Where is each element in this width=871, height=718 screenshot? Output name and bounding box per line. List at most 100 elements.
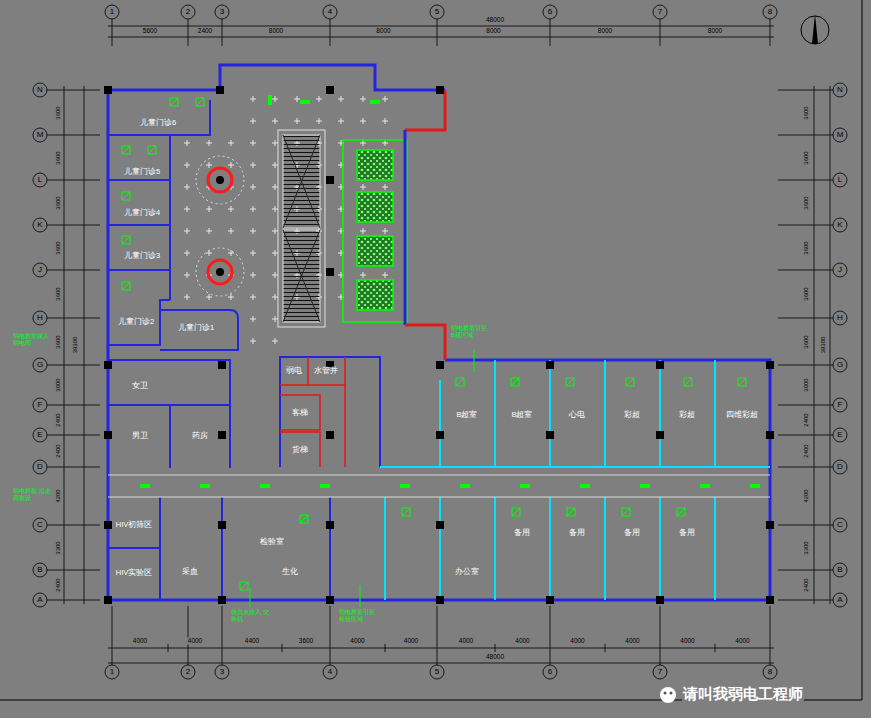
- atrium-ceiling: [178, 95, 403, 355]
- leader-line: [360, 585, 361, 607]
- partition: [108, 497, 330, 600]
- dimension: 3600: [298, 637, 314, 644]
- room-label: 客梯: [291, 409, 309, 417]
- axis-grid: [833, 593, 847, 607]
- structural-column: [218, 431, 226, 439]
- room-name: 儿童门诊6: [140, 119, 176, 127]
- axis-number: 5: [434, 668, 440, 677]
- light-fixture: [140, 484, 150, 488]
- sheet-frame: [0, 0, 862, 700]
- axis-grid: [215, 665, 229, 679]
- axis-grid: [323, 665, 337, 679]
- structural-column: [656, 596, 664, 604]
- room-name: 水管井: [314, 367, 338, 375]
- dimension: 2400: [55, 577, 62, 592]
- north-arrow: [812, 14, 818, 44]
- info-outlet: [566, 378, 574, 386]
- partition: [280, 357, 380, 467]
- axis-number: 1: [109, 8, 115, 17]
- axis-grid: [33, 563, 47, 577]
- room-label: 备用: [623, 529, 641, 537]
- callout-note: 弱电桥架 沿走廊敷设: [12, 488, 52, 502]
- axis-grid: [833, 311, 847, 325]
- structural-column: [326, 268, 334, 276]
- axis-grid: [215, 5, 229, 19]
- atrium-ceiling: [240, 95, 400, 140]
- axis-letter: L: [837, 176, 843, 185]
- structural-column: [436, 361, 444, 369]
- watermark-icon: [660, 687, 676, 703]
- structural-column: [104, 431, 112, 439]
- axis-grid: [543, 5, 557, 19]
- axis-grid: [33, 398, 47, 412]
- planter: [343, 140, 407, 322]
- light-fixture: [260, 484, 270, 488]
- staircase: [278, 130, 325, 327]
- feature-column: [216, 176, 224, 184]
- light-fixture: [460, 484, 470, 488]
- structural-column: [326, 521, 334, 529]
- info-outlet: [684, 378, 692, 386]
- structural-column: [766, 596, 774, 604]
- info-outlet: [677, 508, 685, 516]
- planter: [357, 236, 393, 266]
- dimension: 4000: [132, 637, 148, 644]
- structural-column: [766, 521, 774, 529]
- dimension: 3600: [55, 286, 62, 301]
- dimension-total: 39300: [820, 336, 827, 355]
- north-arrow: [801, 14, 829, 44]
- axis-grid: [543, 665, 557, 679]
- structural-column: [436, 86, 444, 94]
- planter: [357, 192, 393, 222]
- axis-grid: [33, 428, 47, 442]
- dimension: 4000: [624, 637, 640, 644]
- axis-grid: [833, 263, 847, 277]
- watermark-icon: [664, 692, 667, 695]
- callout-note: 信息点接入 交换机: [230, 609, 270, 623]
- room-label: 男卫: [131, 432, 149, 440]
- axis-grid: [112, 19, 770, 46]
- wall: [404, 130, 407, 325]
- wall: [108, 90, 770, 600]
- axis-letter: N: [836, 86, 844, 95]
- dimension: 3600: [803, 286, 810, 301]
- dimension: 2400: [55, 412, 62, 427]
- structural-column: [546, 361, 554, 369]
- info-outlet: [240, 582, 248, 590]
- axis-grid: [33, 128, 47, 142]
- axis-grid: [833, 83, 847, 97]
- room-name: 弱电: [286, 367, 302, 375]
- room-label: 儿童门诊2: [117, 318, 155, 326]
- structural-column: [436, 431, 444, 439]
- dimension: 2400: [197, 27, 213, 34]
- axis-number: 8: [767, 8, 773, 17]
- dimension: 4000: [734, 637, 750, 644]
- partition: [108, 100, 380, 600]
- axis-number: 5: [434, 8, 440, 17]
- light-fixture: [580, 484, 590, 488]
- light-fixture: [700, 484, 710, 488]
- wall: [108, 65, 770, 600]
- axis-grid: [653, 665, 667, 679]
- axis-grid: [181, 665, 195, 679]
- feature-column: [196, 156, 244, 204]
- room-name: 备用: [514, 529, 530, 537]
- partition: [108, 100, 210, 300]
- room-name: 备用: [569, 529, 585, 537]
- axis-grid: [430, 665, 444, 679]
- axis-letter: L: [37, 176, 43, 185]
- dimension: 3600: [55, 240, 62, 255]
- staircase: [278, 130, 325, 327]
- watermark-icon: [660, 687, 676, 703]
- room-label: 彩超: [623, 411, 641, 419]
- room-label: 采血: [181, 568, 199, 576]
- feature-column: [208, 260, 232, 284]
- callout-note: 弱电桥架引至 B超区域: [450, 325, 490, 339]
- feature-column: [196, 156, 244, 296]
- core-partition: [280, 357, 345, 467]
- room-label: 货梯: [291, 446, 309, 454]
- axis-number: 4: [327, 668, 333, 677]
- light-fixture: [640, 484, 650, 488]
